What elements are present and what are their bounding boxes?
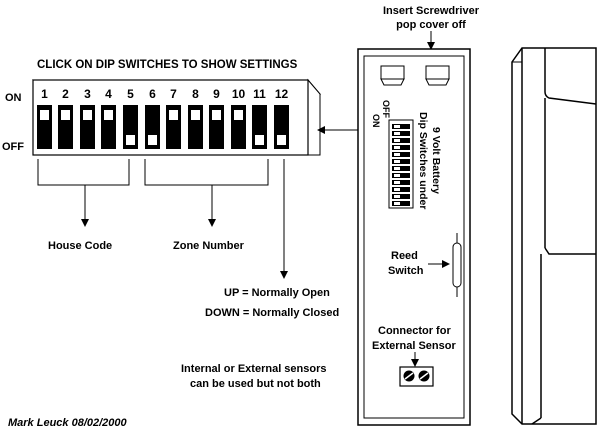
small-dip-knob <box>394 132 400 135</box>
small-dip-row <box>392 124 410 129</box>
small-dip-knob <box>394 195 400 198</box>
zone-number-bracket <box>144 159 269 186</box>
dip-switch-knob <box>191 110 200 120</box>
small-dip-row <box>392 180 410 185</box>
dip-switch-number: 7 <box>170 87 177 101</box>
down-normally-closed: DOWN = Normally Closed <box>205 307 339 319</box>
small-dip-switch-rows <box>392 124 410 206</box>
dip-switch-knob <box>40 110 49 120</box>
dip-switch-8[interactable]: 8 <box>188 87 203 149</box>
small-dip-row <box>392 194 410 199</box>
insert-screwdriver-line1: Insert Screwdriver <box>383 5 480 17</box>
dip-switch-number: 2 <box>62 87 69 101</box>
dip-switch-10[interactable]: 10 <box>231 87 246 149</box>
dip-switch-5[interactable]: 5 <box>123 87 138 149</box>
small-dip-knob <box>394 160 400 163</box>
small-dip-knob <box>394 167 400 170</box>
dip-switch-3[interactable]: 3 <box>80 87 95 149</box>
dip-switch-number: 6 <box>149 87 156 101</box>
small-dip-row <box>392 159 410 164</box>
small-dip-row <box>392 138 410 143</box>
small-dip-knob <box>394 139 400 142</box>
up-normally-open: UP = Normally Open <box>224 287 330 299</box>
reed-switch-icon <box>452 233 462 297</box>
small-dip-knob <box>394 188 400 191</box>
sensors-line1: Internal or External sensors <box>181 363 327 375</box>
dip-switch-knob <box>83 110 92 120</box>
dip-switch-knob <box>277 135 286 145</box>
dip-switch-number: 10 <box>232 87 246 101</box>
small-dip-row <box>392 201 410 206</box>
small-dip-row <box>392 166 410 171</box>
small-dip-knob <box>394 146 400 149</box>
dip-switch-number: 3 <box>84 87 91 101</box>
dip-switch-knob <box>126 135 135 145</box>
dip-switch-number: 4 <box>105 87 112 101</box>
device-off-label: OFF <box>381 100 391 118</box>
connector-label-line2: External Sensor <box>372 340 456 352</box>
on-label: ON <box>5 92 22 104</box>
sensor-front-view: ON OFF Dip Switches under 9 Volt Battery… <box>357 48 471 426</box>
dip-switch-knob <box>104 110 113 120</box>
dip-switch-number: 1 <box>41 87 48 101</box>
dip-switch-12[interactable]: 12 <box>274 87 289 149</box>
dip-switch-7[interactable]: 7 <box>166 87 181 149</box>
dip-switch-9[interactable]: 9 <box>209 87 224 149</box>
small-dip-row <box>392 152 410 157</box>
dip-switch-2[interactable]: 2 <box>58 87 73 149</box>
screwdriver-slot-left <box>380 65 405 86</box>
small-dip-row <box>392 187 410 192</box>
dip-switch-number: 12 <box>275 87 289 101</box>
connector-label-line1: Connector for <box>378 325 451 337</box>
dip-switch-number: 5 <box>127 87 134 101</box>
small-dip-row <box>392 145 410 150</box>
small-dip-row <box>392 173 410 178</box>
small-dip-knob <box>394 153 400 156</box>
dip-switch-6[interactable]: 6 <box>145 87 160 149</box>
screwdriver-slot-right <box>425 65 450 86</box>
dip-switch-number: 9 <box>213 87 220 101</box>
instruction-text: CLICK ON DIP SWITCHES TO SHOW SETTINGS <box>37 59 298 71</box>
small-dip-knob <box>394 174 400 177</box>
dip-switch-11[interactable]: 11 <box>252 87 267 149</box>
reed-label-line1: Reed <box>391 250 418 262</box>
house-code-label: House Code <box>48 240 112 252</box>
dip-switch-knob <box>148 135 157 145</box>
insert-screwdriver-line2: pop cover off <box>396 19 466 31</box>
author-date: Mark Leuck 08/02/2000 <box>8 417 128 429</box>
reed-label-line2: Switch <box>388 265 424 277</box>
dip-switch-1[interactable]: 1 <box>37 87 52 149</box>
small-dip-row <box>392 131 410 136</box>
device-on-label: ON <box>371 114 381 128</box>
battery-text-line2: 9 Volt Battery <box>430 127 442 194</box>
dip-switch-number: 11 <box>253 87 266 101</box>
dip-switch-number: 8 <box>192 87 199 101</box>
off-label: OFF <box>2 141 24 153</box>
connector-terminal-icon <box>399 366 434 387</box>
small-dip-knob <box>394 125 400 128</box>
dip-switch-knob <box>169 110 178 120</box>
zone-number-label: Zone Number <box>173 240 245 252</box>
sensor-side-view <box>511 47 597 425</box>
dip-switch-knob <box>212 110 221 120</box>
small-dip-knob <box>394 202 400 205</box>
sensors-line2: can be used but not both <box>190 378 321 390</box>
dip-switch-knob <box>255 135 264 145</box>
dip-switch-4[interactable]: 4 <box>101 87 116 149</box>
dip-switch-knob <box>61 110 70 120</box>
dip-switch-knob <box>234 110 243 120</box>
battery-text-line1: Dip Switches under <box>417 112 429 209</box>
house-code-bracket <box>37 159 130 186</box>
small-dip-knob <box>394 181 400 184</box>
